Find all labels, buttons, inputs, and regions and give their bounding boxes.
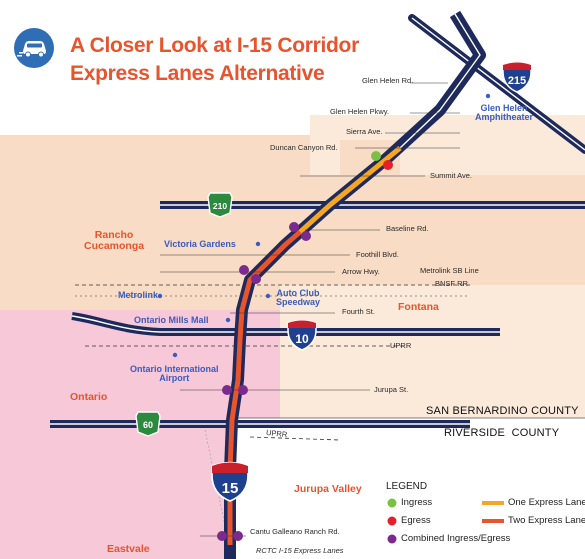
i10-shield: 10 (287, 319, 317, 351)
label-eastvale: Eastvale (107, 543, 150, 555)
label-sierra-ave: Sierra Ave. (346, 127, 383, 136)
combined-marker-cantu-2 (233, 531, 243, 541)
label-glen-helen-rd: Glen Helen Rd. (362, 76, 414, 85)
i215-shield-label: 215 (508, 75, 526, 87)
label-fourth-st: Fourth St. (342, 307, 375, 316)
combined-marker-foothill-1 (239, 265, 249, 275)
legend-title: LEGEND (386, 481, 428, 492)
combined-marker-jurupa-2 (238, 385, 248, 395)
label-uprr-1: UPRR (390, 341, 412, 350)
label-auto-club-speedway: Auto Club Speedway (276, 288, 321, 307)
label-ontario-mills: Ontario Mills Mall (134, 315, 209, 325)
ontario-south-area (0, 418, 235, 559)
i15-shield: 15 (211, 461, 249, 502)
label-foothill-blvd: Foothill Blvd. (356, 250, 399, 259)
label-metrolink-sb: Metrolink SB Line (420, 266, 479, 275)
legend-one-lane: One Express Lane (508, 497, 585, 508)
label-summit-ave: Summit Ave. (430, 171, 472, 180)
rancho-cucamonga-area (0, 135, 310, 310)
legend-egress: Egress (401, 515, 431, 526)
combined-marker-jurupa-1 (222, 385, 232, 395)
legend-combined-swatch (387, 534, 397, 544)
label-uprr-2: UPRR (265, 427, 288, 440)
label-fontana: Fontana (398, 301, 439, 313)
label-jurupa-st: Jurupa St. (374, 385, 409, 394)
i215-freeway-center (411, 17, 585, 151)
label-arrow-hwy: Arrow Hwy. (342, 267, 380, 276)
label-jurupa-valley: Jurupa Valley (294, 483, 362, 495)
combined-marker-baseline-1 (289, 222, 299, 232)
one-express-lane-segment (298, 146, 402, 234)
label-victoria-gardens: Victoria Gardens (164, 239, 236, 249)
legend-egress-swatch (387, 516, 397, 526)
legend-one-lane-swatch (482, 501, 504, 505)
i15-north-centerline (399, 13, 481, 149)
egress-marker (383, 160, 393, 170)
metrolink-dot (157, 293, 163, 299)
label-riverside-county: RIVERSIDE COUNTY (444, 427, 560, 439)
auto-club-dot (265, 293, 271, 299)
glen-helen-dot (485, 93, 491, 99)
combined-marker-baseline-2 (301, 231, 311, 241)
label-glen-helen-amphitheater: Glen Helen Amphitheater (475, 103, 534, 122)
i10-shield-label: 10 (295, 332, 309, 346)
map-title-line2: Express Lanes Alternative (70, 62, 325, 85)
legend-two-lanes-swatch (482, 519, 504, 523)
uprr-south-railroad (249, 436, 341, 441)
label-bnsf: BNSF RR (435, 279, 468, 288)
label-san-bernardino-county: SAN BERNARDINO COUNTY (426, 405, 579, 417)
map-title-line1: A Closer Look at I-15 Corridor (70, 34, 359, 57)
sr60-shield-label: 60 (143, 420, 153, 430)
two-express-lanes-segment (227, 230, 302, 545)
label-rancho-cucamonga: Rancho Cucamonga (84, 229, 145, 252)
victoria-gardens-dot (255, 241, 261, 247)
fontana-area (280, 285, 585, 418)
car-icon (14, 28, 54, 68)
label-baseline-rd: Baseline Rd. (386, 224, 429, 233)
i10-freeway-center (71, 315, 500, 333)
label-ontario: Ontario (70, 391, 108, 403)
i215-shield: 215 (502, 61, 532, 93)
label-cantu-galleano: Cantu Galleano Ranch Rd. (250, 527, 340, 536)
legend-ingress-swatch (387, 498, 397, 508)
label-metrolink: Metrolink (118, 290, 159, 300)
jurupa-area (235, 440, 585, 559)
label-glen-helen-pkwy: Glen Helen Pkwy. (330, 107, 390, 116)
sr60-shield: 60 (135, 411, 161, 437)
label-rctc: RCTC I-15 Express Lanes (256, 546, 344, 555)
label-duncan-canyon-rd: Duncan Canyon Rd. (270, 143, 338, 152)
combined-marker-cantu-1 (217, 531, 227, 541)
sr210-shield: 210 (207, 192, 233, 218)
legend-two-lanes: Two Express Lanes (508, 515, 585, 526)
legend-ingress: Ingress (401, 497, 433, 508)
ingress-marker (371, 151, 381, 161)
ontario-mills-dot (225, 317, 231, 323)
combined-marker-foothill-2 (251, 274, 261, 284)
airport-dot (172, 352, 178, 358)
legend-combined: Combined Ingress/Egress (401, 533, 511, 544)
label-ontario-airport: Ontario International Airport (130, 364, 219, 383)
sr210-shield-label: 210 (213, 201, 227, 211)
i15-shield-label: 15 (222, 480, 239, 497)
